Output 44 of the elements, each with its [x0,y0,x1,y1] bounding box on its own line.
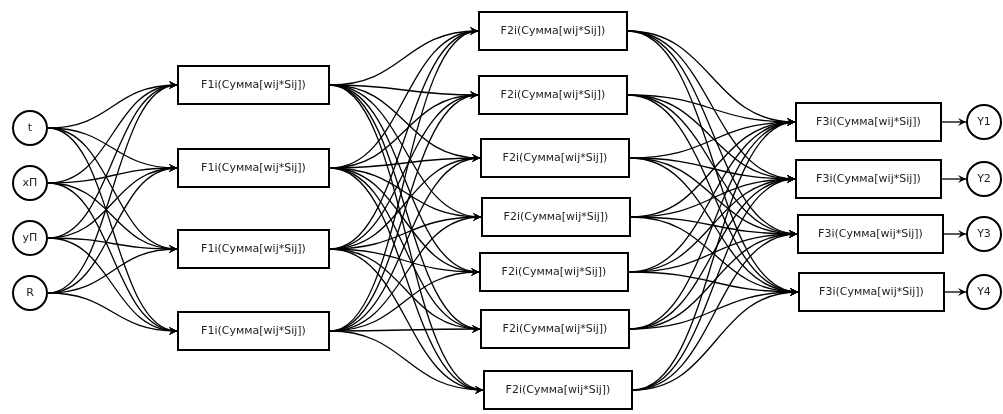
node-label: Y4 [977,283,991,300]
node-label: F3i(Сумма[wij*Sij]) [819,283,924,300]
neuron-box [177,148,330,188]
node-label: R [26,284,34,301]
node-label: F2i(Сумма[wij*Sij]) [502,320,608,337]
neuron-box [478,75,628,115]
arrow [941,175,967,183]
arrow [941,118,967,126]
node-label: F3i(Сумма[wij*Sij]) [816,170,921,187]
node-label: F1i(Сумма[wij*Sij]) [201,159,306,176]
neuron-box [795,159,942,199]
node-label: F2i(Сумма[wij*Sij]) [501,263,607,280]
arrow [943,230,967,238]
neuron-box [480,138,630,178]
neuron-box [480,309,630,349]
node-label: F2i(Сумма[wij*Sij]) [502,149,608,166]
node-label: Y1 [977,113,991,130]
neuron-box [798,272,945,312]
node-label: F3i(Сумма[wij*Sij]) [818,225,923,242]
node-label: yП [22,229,38,246]
node-label: t [27,119,33,136]
arrow [632,288,799,391]
node-label: F2i(Сумма[wij*Sij]) [500,22,606,39]
node-label: F2i(Сумма[wij*Sij]) [500,86,606,103]
neuron-box [177,229,330,269]
node-label: F3i(Сумма[wij*Sij]) [816,113,921,130]
neuron-box [483,370,633,410]
neuron-box [795,102,942,142]
neuron-box [481,197,631,237]
node-label: F1i(Сумма[wij*Sij]) [201,240,306,257]
node-label: Y2 [977,170,991,187]
neuron-box [177,65,330,105]
neuron-box [478,11,628,51]
neuron-box [479,252,629,292]
neuron-box [797,214,944,254]
node-label: F2i(Сумма[wij*Sij]) [505,381,611,398]
node-label: xП [22,174,38,191]
node-label: Y3 [977,225,991,242]
neuron-box [177,311,330,351]
arrow [47,292,178,335]
node-label: F2i(Сумма[wij*Sij]) [503,208,609,225]
arrow [944,288,967,296]
node-label: F1i(Сумма[wij*Sij]) [201,76,306,93]
node-label: F1i(Сумма[wij*Sij]) [201,322,306,339]
